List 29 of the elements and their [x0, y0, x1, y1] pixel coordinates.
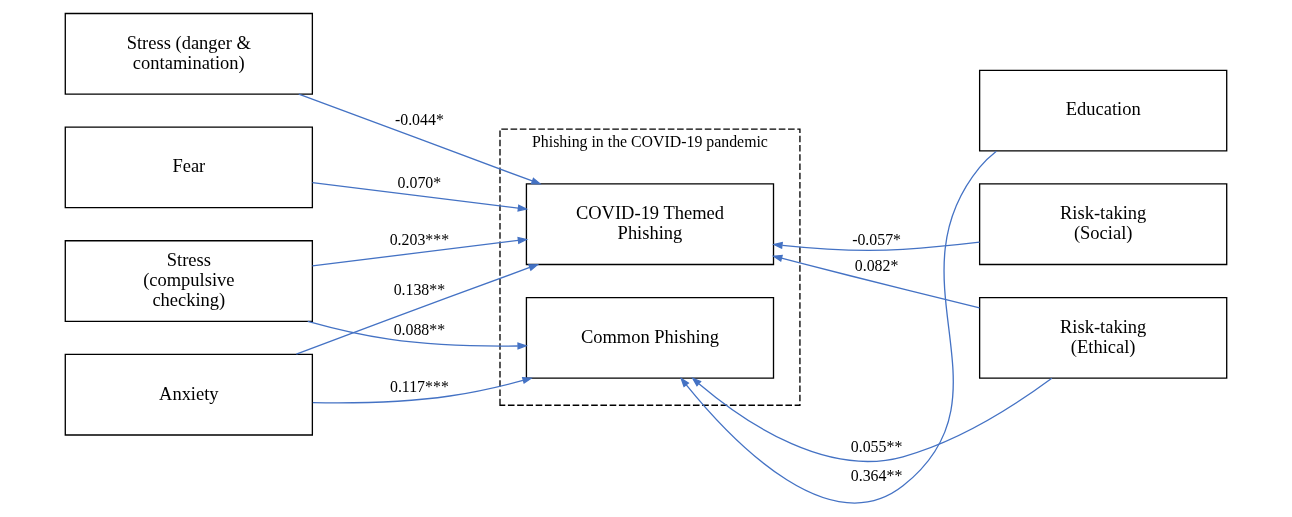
arrow: [772, 241, 981, 251]
node-box: Risk-taking (Social): [978, 183, 1228, 266]
edge-label: 0.117***: [389, 377, 449, 395]
edge-label: -0.044*: [394, 110, 444, 128]
arrow: [307, 320, 528, 350]
edge-label: 0.138**: [393, 281, 446, 299]
edge-label: -0.057*: [852, 230, 901, 248]
edge-label: 0.364**: [850, 467, 903, 485]
arrow: [680, 150, 997, 504]
node-box: Common Phishing: [525, 296, 775, 379]
arrow: [298, 93, 542, 185]
node-box: Education: [978, 69, 1228, 152]
arrow: [311, 236, 529, 267]
arrow: [312, 376, 533, 404]
node-box: Stress (compulsive checking): [64, 240, 314, 322]
arrow: [311, 181, 529, 212]
arrow: [295, 264, 540, 355]
node-box: Fear: [64, 126, 314, 209]
node-box: Anxiety: [64, 353, 314, 436]
edge-label: 0.055**: [850, 438, 903, 456]
arrow: [691, 377, 1053, 463]
edge-label: 0.088**: [393, 320, 446, 338]
edge-label: 0.203***: [389, 230, 450, 248]
edge-label: 0.082*: [854, 257, 899, 275]
node-box: Stress (danger & contamination): [64, 12, 314, 95]
edge-label: 0.070*: [397, 174, 442, 192]
node-box: COVID-19 Themed Phishing: [525, 183, 775, 266]
node-box: Risk-taking (Ethical): [978, 296, 1228, 379]
arrow: [771, 254, 981, 309]
